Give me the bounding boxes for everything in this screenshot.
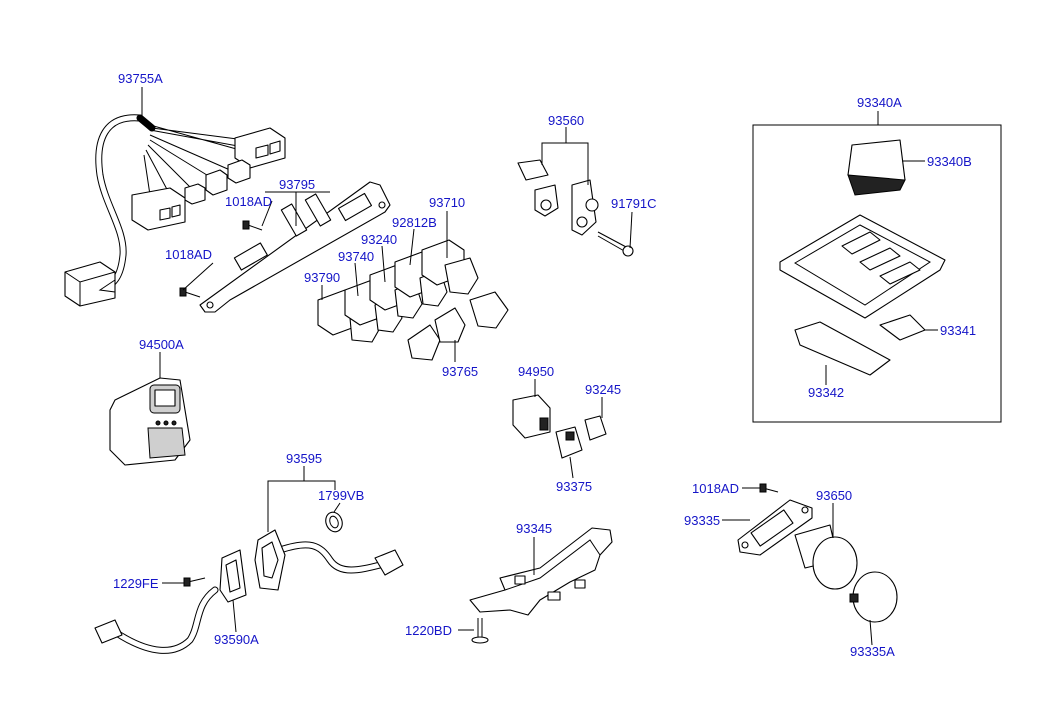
lens-93335A: [849, 571, 898, 623]
label-93240[interactable]: 93240: [361, 232, 397, 247]
screw-1018AD-upper: [242, 220, 263, 231]
label-94950[interactable]: 94950: [518, 364, 554, 379]
label-93755A[interactable]: 93755A: [118, 71, 163, 86]
switch-94500A: [109, 377, 191, 466]
label-93560[interactable]: 93560: [548, 113, 584, 128]
label-93765[interactable]: 93765: [442, 364, 478, 379]
switch-93245: [584, 415, 607, 441]
leader-lines: [141, 87, 938, 646]
label-93340B[interactable]: 93340B: [927, 154, 972, 169]
label-1229FE[interactable]: 1229FE: [113, 576, 159, 591]
label-93375[interactable]: 93375: [556, 479, 592, 494]
label-93740[interactable]: 93740: [338, 249, 374, 264]
bolt-1220BD: [471, 618, 489, 644]
label-92812B[interactable]: 92812B: [392, 215, 437, 230]
screw-1018AD-right: [759, 483, 779, 493]
screw-1018AD-lower: [179, 287, 201, 298]
label-93710[interactable]: 93710: [429, 195, 465, 210]
label-1799VB[interactable]: 1799VB: [318, 488, 364, 503]
switch-93710: [421, 239, 479, 295]
label-1018AD-right[interactable]: 1018AD: [692, 481, 739, 496]
label-1018AD-lower[interactable]: 1018AD: [165, 247, 212, 262]
label-93650[interactable]: 93650: [816, 488, 852, 503]
label-93341[interactable]: 93341: [940, 323, 976, 338]
screw-91791C: [597, 231, 634, 257]
label-1220BD[interactable]: 1220BD: [405, 623, 452, 638]
label-93790[interactable]: 93790: [304, 270, 340, 285]
label-1018AD-upper[interactable]: 1018AD: [225, 194, 272, 209]
label-93340A[interactable]: 93340A: [857, 95, 902, 110]
label-93345[interactable]: 93345: [516, 521, 552, 536]
label-91791C[interactable]: 91791C: [611, 196, 657, 211]
bracket-93345: [469, 527, 613, 616]
label-93595[interactable]: 93595: [286, 451, 322, 466]
plate-93335: [737, 499, 813, 556]
sensor-93560: [517, 159, 599, 236]
assembly-box-93340A: [752, 124, 1002, 423]
label-93590A[interactable]: 93590A: [214, 632, 259, 647]
label-93795[interactable]: 93795: [279, 177, 315, 192]
lamp-93650: [794, 524, 858, 590]
label-93335[interactable]: 93335: [684, 513, 720, 528]
switch-caps-93765: [407, 291, 509, 361]
screw-1229FE: [183, 577, 206, 587]
bracket-93795: [199, 181, 391, 313]
wiring-harness-93755A: [64, 114, 286, 307]
label-93335A[interactable]: 93335A: [850, 644, 895, 659]
wiring-harness-93595: [94, 511, 404, 654]
label-93342[interactable]: 93342: [808, 385, 844, 400]
label-93245[interactable]: 93245: [585, 382, 621, 397]
switch-93375: [555, 426, 583, 459]
label-94500A[interactable]: 94500A: [139, 337, 184, 352]
switch-94950: [512, 394, 551, 439]
